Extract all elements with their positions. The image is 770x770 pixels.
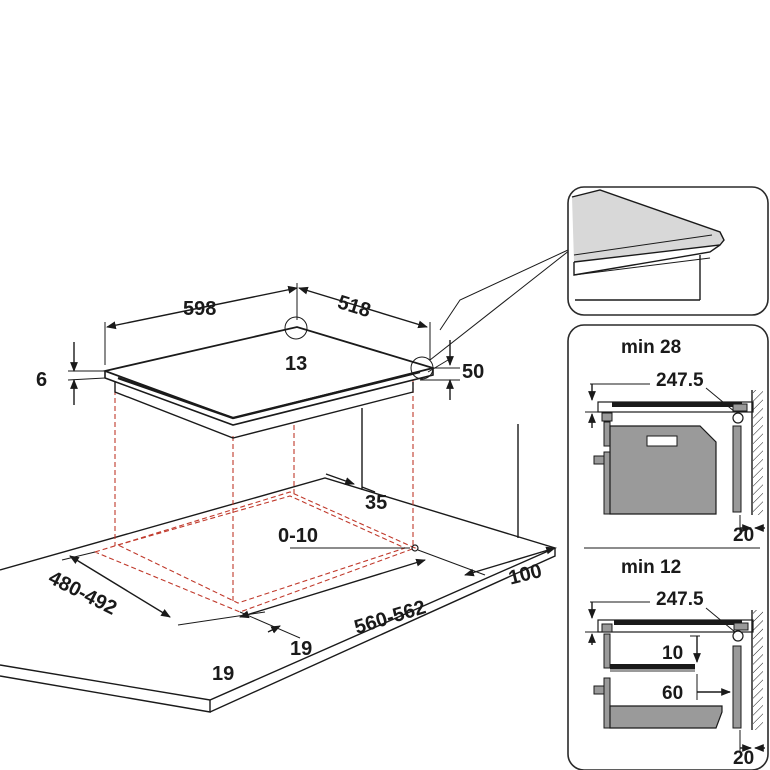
label-480-492: 480-492	[45, 567, 120, 620]
bottom-label-10: 10	[662, 643, 683, 664]
top-label-min28: min 28	[621, 337, 681, 358]
projection-lines	[114, 380, 414, 602]
label-19-a: 19	[290, 638, 312, 660]
label-518: 518	[335, 291, 373, 322]
dim-19-front	[177, 611, 301, 639]
dim-598	[104, 283, 298, 365]
label-100: 100	[506, 560, 544, 589]
label-35: 35	[365, 492, 387, 514]
dim-100	[464, 546, 556, 577]
dim-560-562	[239, 558, 426, 619]
top-label-247-5: 247.5	[656, 370, 704, 391]
corner-detail-panel	[567, 186, 769, 316]
top-label-20: 20	[733, 525, 754, 546]
detail-panel-bottom	[584, 547, 765, 752]
label-598: 598	[183, 298, 216, 320]
dim-50	[420, 340, 460, 400]
bottom-label-min12: min 12	[621, 557, 681, 578]
bottom-label-247-5: 247.5	[656, 589, 704, 610]
bottom-label-60: 60	[662, 683, 683, 704]
bottom-label-20: 20	[733, 748, 754, 769]
dim-35	[325, 473, 376, 493]
label-19-b: 19	[212, 663, 234, 685]
worktop	[0, 408, 558, 713]
dim-6	[67, 342, 106, 405]
label-560-562: 560-562	[352, 596, 429, 639]
label-6: 6	[36, 369, 47, 391]
dim-480-492	[61, 551, 171, 618]
hob	[101, 326, 437, 439]
dim-0-10	[290, 544, 486, 576]
label-13: 13	[285, 353, 307, 375]
dim-518	[298, 286, 431, 360]
label-50: 50	[462, 361, 484, 383]
label-0-10: 0-10	[278, 525, 318, 547]
